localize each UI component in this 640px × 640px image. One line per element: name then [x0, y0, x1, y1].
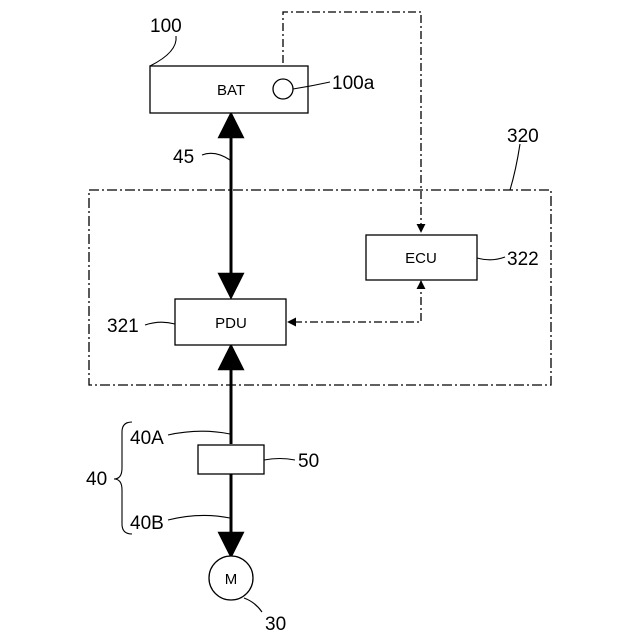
sensor-signal-line	[283, 12, 421, 232]
motor-label: M	[225, 571, 238, 588]
leader-30	[244, 598, 262, 612]
leader-50	[264, 459, 295, 461]
ref-322: 322	[507, 249, 539, 270]
ref-100a: 100a	[332, 73, 375, 94]
ecu-block: ECU	[366, 235, 477, 280]
ref-40a: 40A	[130, 428, 164, 449]
leader-40b	[168, 515, 230, 520]
pdu-block: PDU	[175, 299, 286, 345]
leader-40a	[168, 431, 230, 435]
ref-45: 45	[173, 147, 194, 168]
ref-320: 320	[507, 126, 539, 147]
motor-block: M	[209, 556, 253, 600]
ecu-pdu-signal-line	[288, 281, 421, 322]
ecu-label: ECU	[405, 250, 437, 267]
ref-30: 30	[265, 614, 286, 635]
ref-50: 50	[298, 451, 319, 472]
component-50-block	[198, 445, 264, 474]
ref-321: 321	[107, 316, 139, 337]
leader-320	[510, 144, 520, 190]
ref-40b: 40B	[130, 513, 164, 534]
pdu-label: PDU	[215, 315, 247, 332]
sensor-100a-icon	[273, 79, 293, 99]
control-unit-boundary	[89, 190, 551, 385]
leader-321	[145, 322, 175, 325]
leader-322	[477, 257, 505, 260]
leader-45	[202, 153, 230, 160]
ref-100: 100	[150, 16, 182, 37]
battery-label: BAT	[217, 82, 245, 99]
leader-100	[150, 36, 176, 66]
ref-40: 40	[86, 469, 107, 490]
